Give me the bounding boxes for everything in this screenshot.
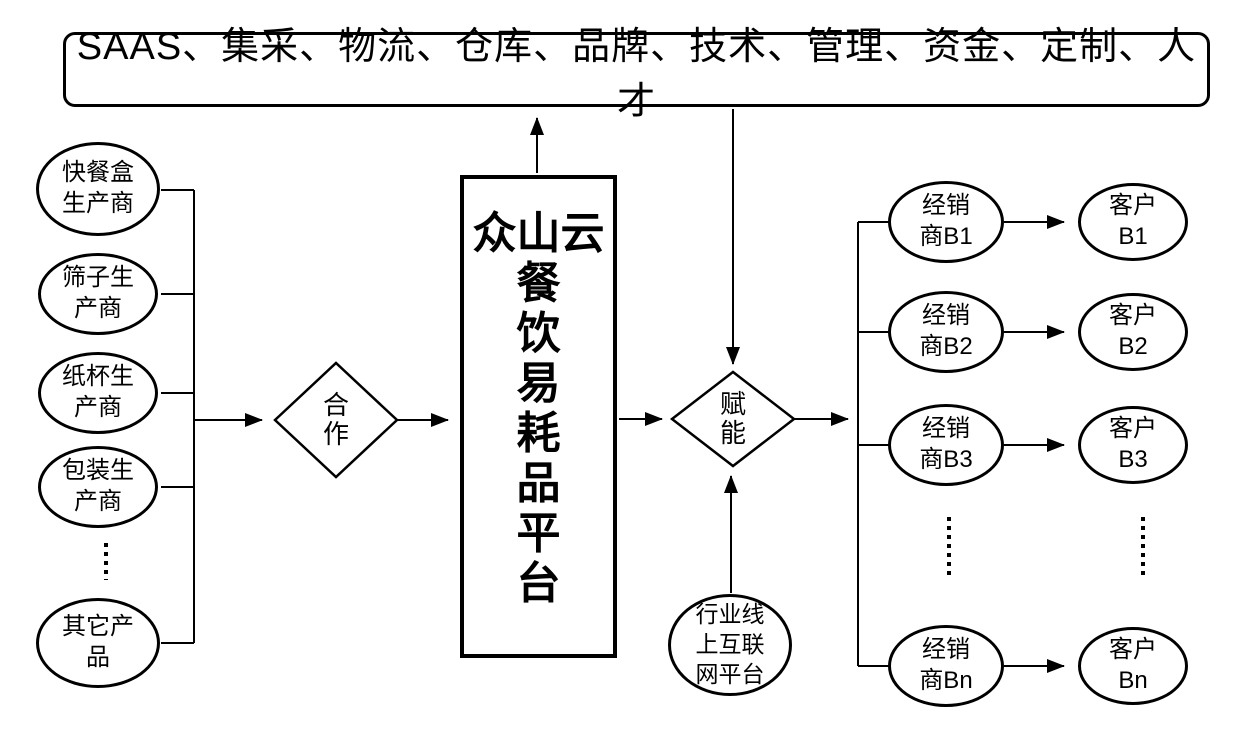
supplier-trunk-lines	[161, 189, 195, 644]
distributor-label: 经销 商B3	[919, 415, 973, 473]
customer-ellipse-bn: 客户 Bn	[1078, 627, 1188, 705]
services-banner: SAAS、集采、物流、仓库、品牌、技术、管理、资金、定制、人才	[63, 26, 1210, 123]
distributor-label: 经销 商B1	[919, 192, 973, 250]
distributor-label: 经销 商B2	[919, 302, 973, 360]
supplier-label: 包装生 产商	[62, 457, 134, 515]
services-banner-label: SAAS、集采、物流、仓库、品牌、技术、管理、资金、定制、人才	[76, 25, 1197, 123]
supplier-label: 快餐盒 生产商	[62, 159, 134, 217]
customer-ellipse-b2: 客户 B2	[1078, 293, 1188, 371]
supplier-ellipse-other: 其它产 品	[36, 598, 160, 688]
supplier-ellipse-sieve: 筛子生 产商	[38, 253, 158, 335]
cooperation-text: 合 作	[322, 389, 349, 449]
supplier-label: 其它产 品	[62, 613, 134, 671]
platform-box: 众山云 餐 饮 易 耗 品 平 台	[460, 175, 617, 658]
supplier-ellipse-lunchbox: 快餐盒 生产商	[36, 142, 160, 236]
empower-text: 赋 能	[719, 388, 746, 448]
distributor-label: 经销 商Bn	[919, 636, 973, 694]
supplier-label: 筛子生 产商	[62, 264, 134, 322]
customer-label: 客户 B2	[1109, 302, 1157, 360]
internet-platform-label: 行业线 上互联 网平台	[695, 601, 765, 687]
distributor-trunk-lines	[857, 221, 889, 667]
internet-platform-ellipse: 行业线 上互联 网平台	[668, 594, 792, 696]
platform-box-label: 众山云 餐 饮 易 耗 品 平 台	[472, 209, 605, 608]
customer-ellipse-b3: 客户 B3	[1078, 406, 1188, 484]
customer-label: 客户 Bn	[1109, 636, 1157, 694]
distributor-ellipse-b2: 经销 商B2	[888, 291, 1004, 373]
cooperation-diamond-label: 合 作	[304, 388, 368, 452]
supplier-label: 纸杯生 产商	[62, 363, 134, 421]
customer-ellipse-b1: 客户 B1	[1078, 183, 1188, 261]
customer-label: 客户 B3	[1109, 415, 1157, 473]
customer-label: 客户 B1	[1109, 192, 1157, 250]
distributor-ellipse-b3: 经销 商B3	[888, 404, 1004, 486]
supplier-ellipse-packaging: 包装生 产商	[38, 446, 158, 528]
empower-diamond-label: 赋 能	[701, 387, 765, 451]
supplier-ellipse-papercup: 纸杯生 产商	[38, 352, 158, 434]
distributor-ellipse-bn: 经销 商Bn	[888, 625, 1004, 707]
distributor-ellipse-b1: 经销 商B1	[888, 181, 1004, 263]
